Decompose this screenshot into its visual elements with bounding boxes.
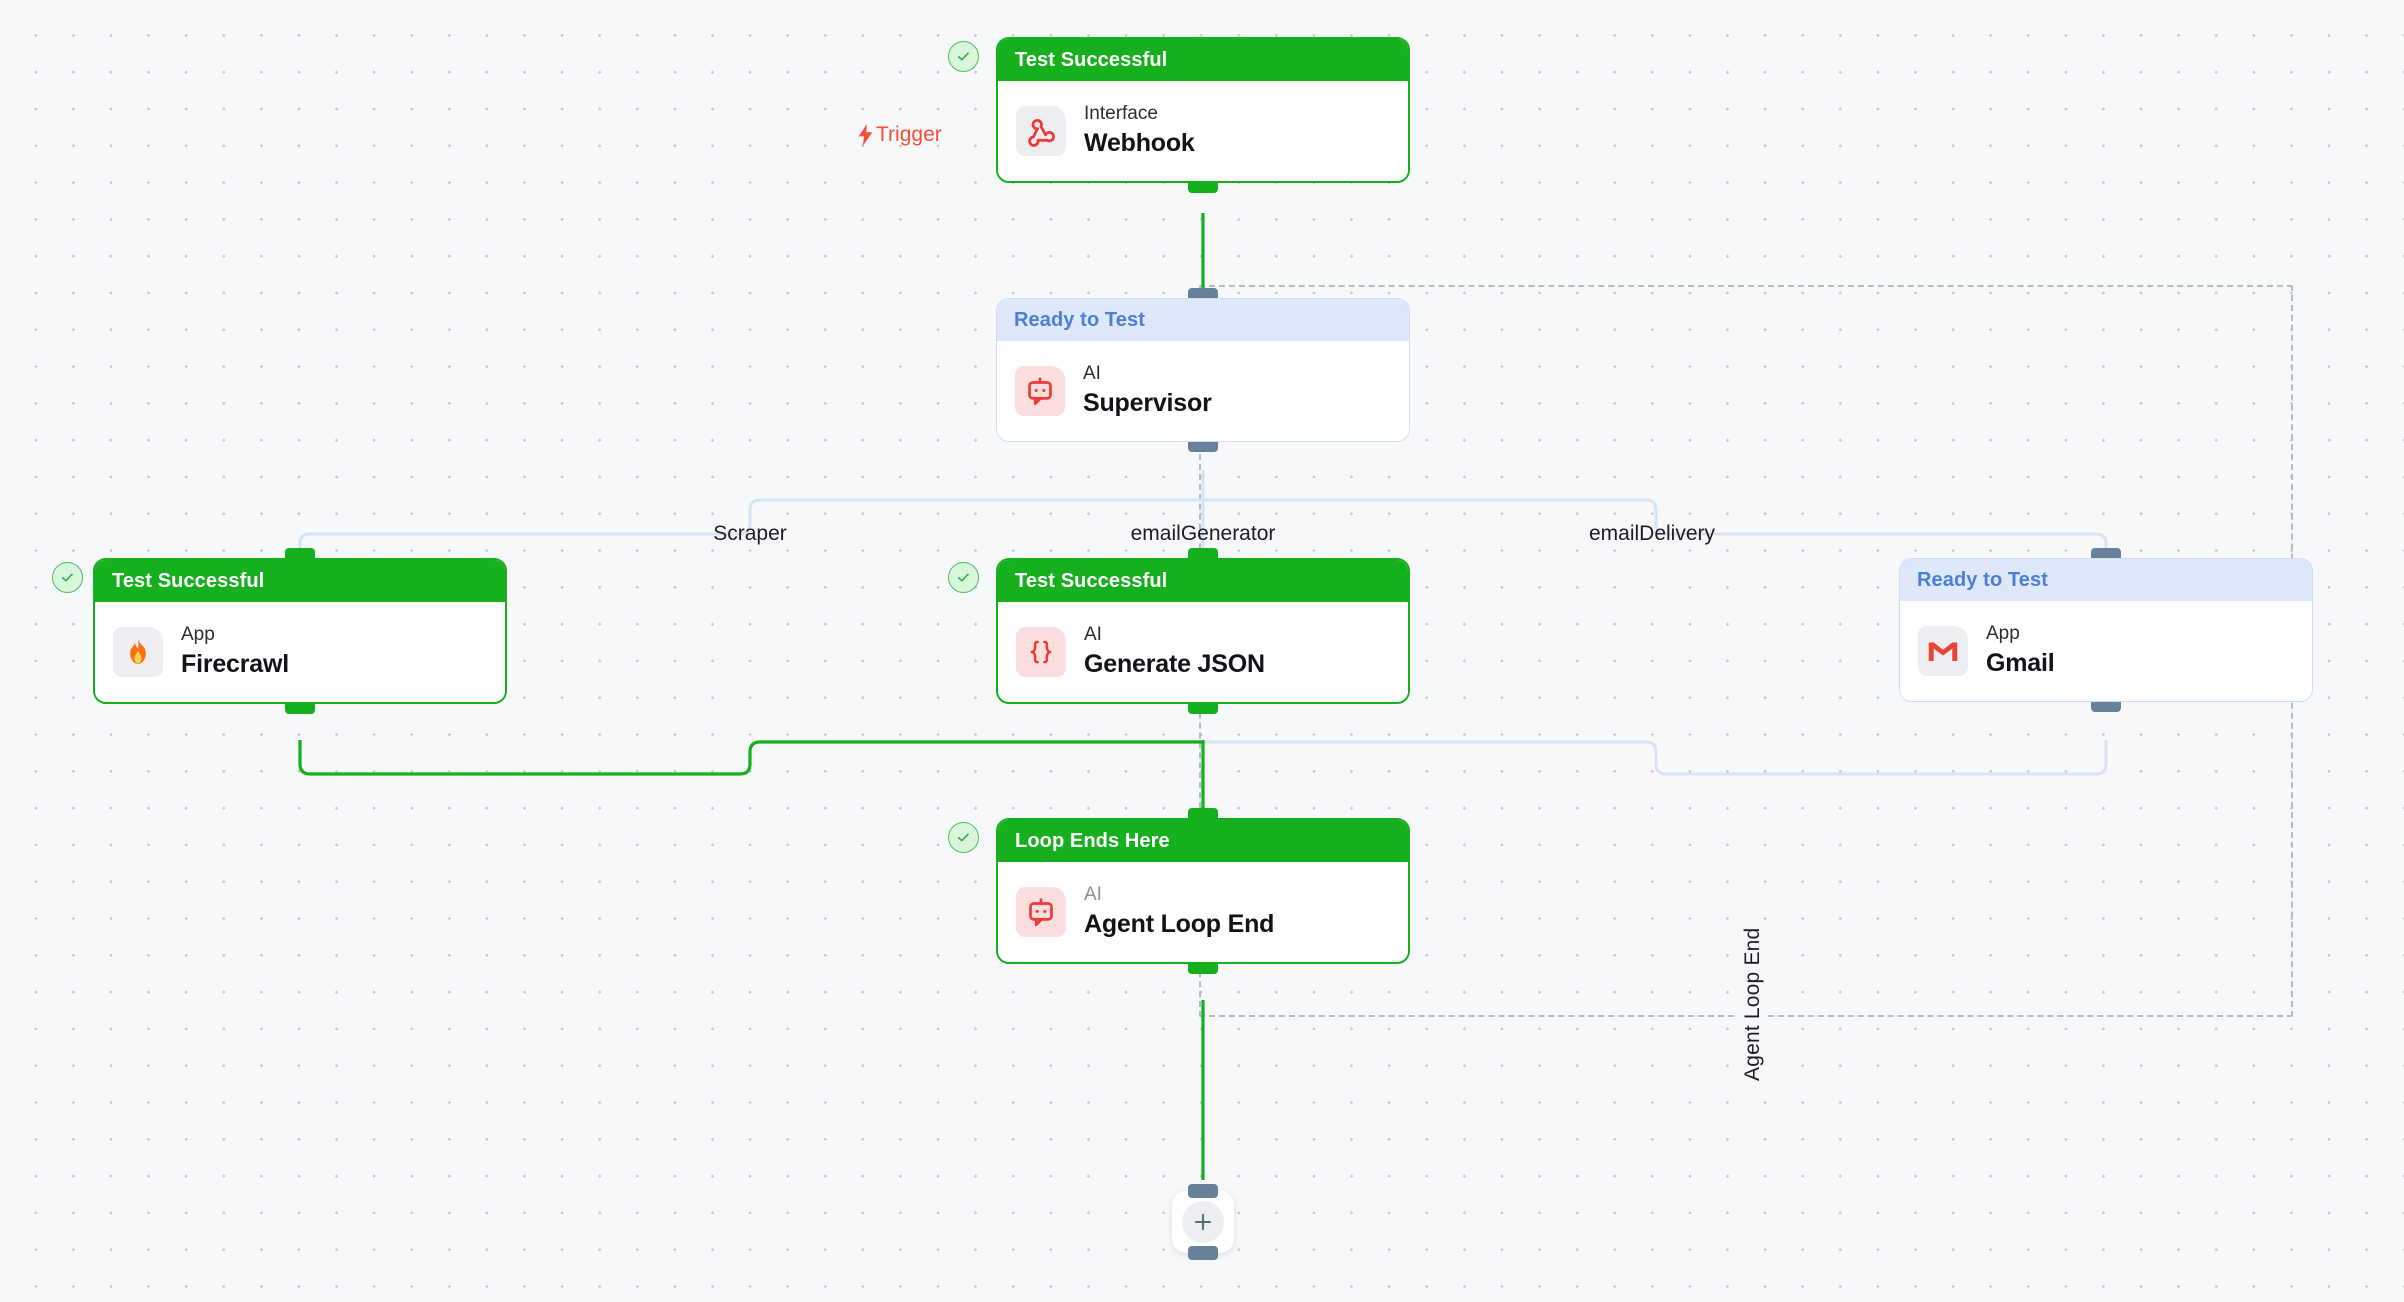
robot-icon [1016, 887, 1066, 937]
node-status-webhook: Test Successful [998, 39, 1408, 81]
node-kind-firecrawl: App [181, 624, 215, 646]
node-supervisor[interactable]: Ready to Test AI Supervisor [996, 288, 1410, 452]
check-icon [957, 52, 969, 61]
node-kind-webhook: Interface [1084, 103, 1158, 125]
node-status-gmail: Ready to Test [1900, 559, 2312, 601]
node-title-gmail: Gmail [1986, 649, 2055, 678]
check-icon [61, 573, 73, 582]
node-status-supervisor: Ready to Test [997, 299, 1409, 341]
node-title-generate-json: Generate JSON [1084, 650, 1265, 679]
branch-label-email-delivery: emailDelivery [1588, 522, 1716, 545]
robot-icon [1015, 366, 1065, 416]
node-title-supervisor: Supervisor [1083, 389, 1212, 418]
plus-icon [1182, 1201, 1224, 1243]
node-kind-generate-json: AI [1084, 624, 1102, 646]
curly-braces-icon [1016, 627, 1066, 677]
check-icon [957, 573, 969, 582]
trigger-label: Trigger [857, 123, 942, 147]
node-status-agent-loop-end: Loop Ends Here [998, 820, 1408, 862]
node-status-generate-json: Test Successful [998, 560, 1408, 602]
node-generate-json[interactable]: Test Successful AI Generate JSON [996, 548, 1410, 714]
status-badge-firecrawl [52, 562, 83, 593]
branch-label-scraper: Scraper [713, 522, 787, 545]
node-gmail[interactable]: Ready to Test App Gmail [1899, 548, 2313, 712]
node-webhook[interactable]: Test Successful Interface Webhook [996, 37, 1410, 193]
add-node-handle-top[interactable] [1188, 1184, 1218, 1198]
webhook-icon [1016, 106, 1066, 156]
check-icon [957, 833, 969, 842]
node-title-webhook: Webhook [1084, 129, 1195, 158]
add-node-button[interactable] [1172, 1184, 1234, 1260]
status-badge-generate-json [948, 562, 979, 593]
agent-loop-boundary-label: Agent Loop End [1738, 923, 1768, 1085]
flame-icon [113, 627, 163, 677]
add-node-handle-bottom[interactable] [1188, 1246, 1218, 1260]
node-status-firecrawl: Test Successful [95, 560, 505, 602]
node-title-agent-loop-end: Agent Loop End [1084, 910, 1275, 939]
gmail-icon [1918, 626, 1968, 676]
node-agent-loop-end[interactable]: Loop Ends Here AI Agent Loop End [996, 808, 1410, 974]
branch-label-email-generator: emailGenerator [1130, 522, 1276, 545]
trigger-label-text: Trigger [876, 123, 942, 146]
node-firecrawl[interactable]: Test Successful App Firecrawl [93, 548, 507, 714]
status-badge-webhook [948, 41, 979, 72]
node-title-firecrawl: Firecrawl [181, 650, 289, 679]
node-kind-agent-loop-end: AI [1084, 884, 1102, 906]
node-kind-gmail: App [1986, 623, 2020, 645]
status-badge-agent-loop-end [948, 822, 979, 853]
lightning-bolt-icon [858, 124, 873, 146]
node-kind-supervisor: AI [1083, 363, 1101, 385]
